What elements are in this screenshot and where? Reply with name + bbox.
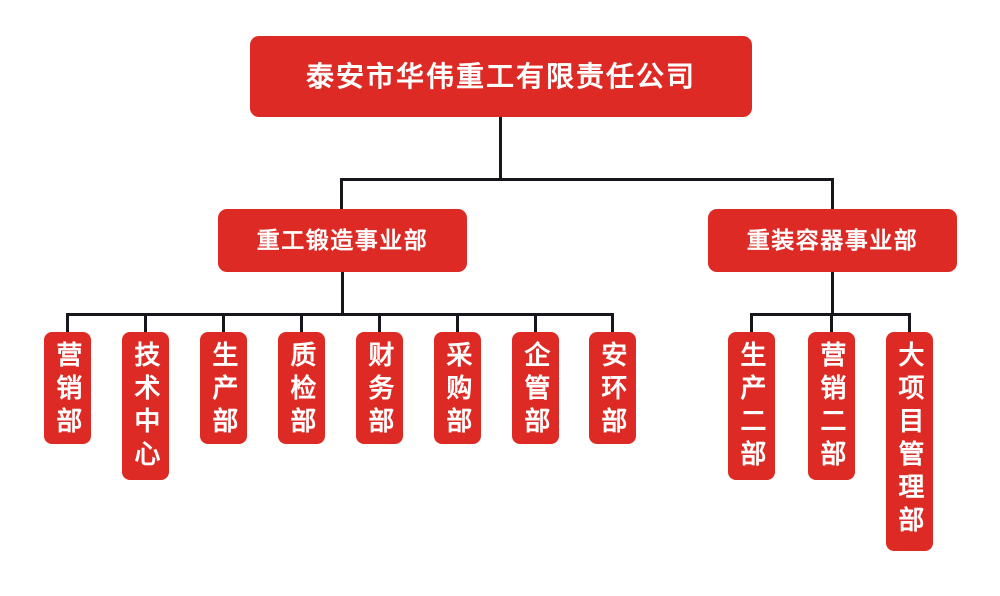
dept-node-marketing-two[interactable]: 营销二部	[808, 332, 855, 480]
connector-drop-dept-3	[300, 313, 303, 332]
connector-vessel-bus	[750, 313, 909, 316]
connector-drop-dept-7	[611, 313, 614, 332]
connector-drop-dept2-2	[908, 313, 911, 332]
connector-drop-dept-0	[66, 313, 69, 332]
connector-drop-dept2-0	[750, 313, 753, 332]
dept-node-production-two[interactable]: 生产二部	[728, 332, 775, 480]
dept-node-quality-inspection[interactable]: 质检部	[278, 332, 325, 444]
connector-drop-dept-6	[534, 313, 537, 332]
dept-node-procurement[interactable]: 采购部	[434, 332, 481, 444]
connector-drop-dept-2	[222, 313, 225, 332]
dept-node-marketing[interactable]: 营销部	[44, 332, 91, 444]
dept-node-major-project-management[interactable]: 大项目管理部	[886, 332, 933, 551]
division-node-vessel[interactable]: 重装容器事业部	[708, 209, 957, 272]
connector-forging-stem	[341, 272, 344, 316]
connector-drop-division-vessel	[831, 178, 834, 209]
connector-forging-bus	[66, 313, 612, 316]
connector-drop-dept-5	[456, 313, 459, 332]
connector-drop-dept-1	[144, 313, 147, 332]
connector-drop-division-forging	[340, 178, 343, 209]
root-node-company[interactable]: 泰安市华伟重工有限责任公司	[250, 36, 752, 117]
dept-node-safety-environment[interactable]: 安环部	[589, 332, 636, 444]
connector-vessel-stem	[831, 272, 834, 316]
connector-drop-dept-4	[378, 313, 381, 332]
connector-division-bus	[340, 178, 834, 181]
dept-node-production[interactable]: 生产部	[200, 332, 247, 444]
dept-node-finance[interactable]: 财务部	[356, 332, 403, 444]
connector-root-stem	[499, 117, 502, 181]
connector-drop-dept2-1	[830, 313, 833, 332]
division-node-forging[interactable]: 重工锻造事业部	[218, 209, 467, 272]
dept-node-technology-center[interactable]: 技术中心	[122, 332, 169, 480]
dept-node-enterprise-management[interactable]: 企管部	[512, 332, 559, 444]
